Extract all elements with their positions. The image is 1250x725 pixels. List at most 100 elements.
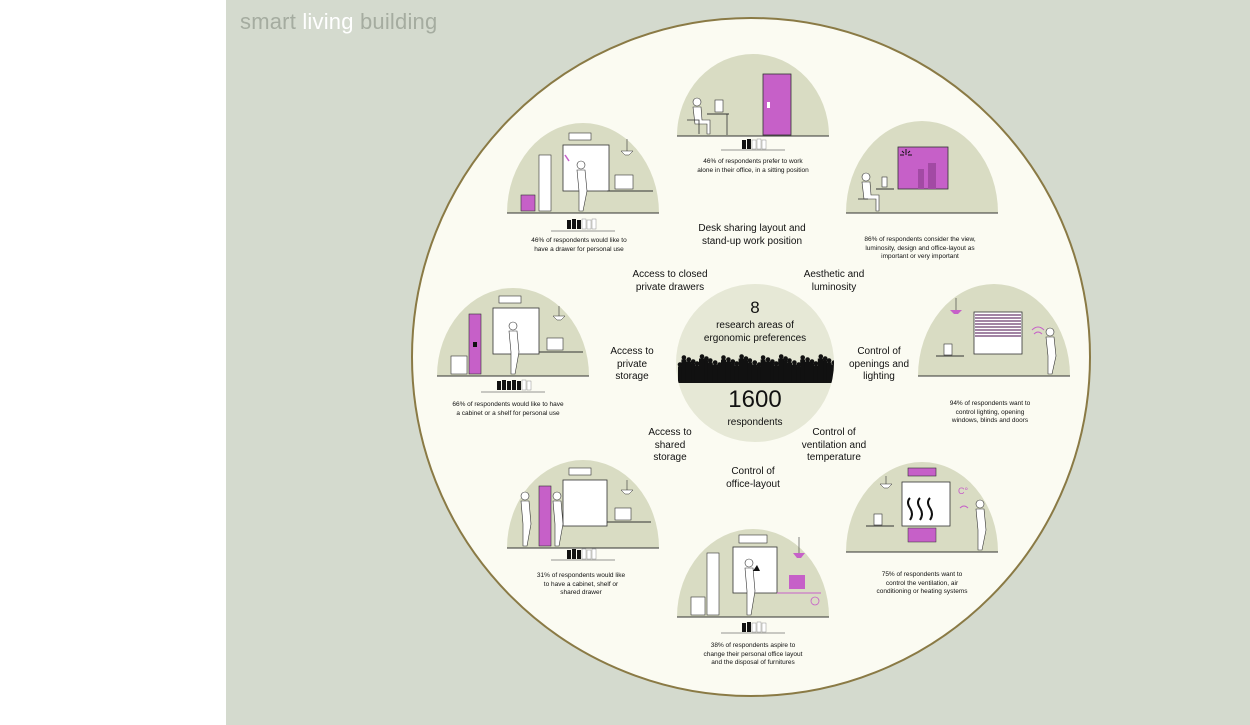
crowd-person xyxy=(804,357,811,382)
finding-line: windows, blinds and doors xyxy=(951,417,1029,424)
crowd-person xyxy=(809,359,815,382)
area-label-desk-sharing: Desk sharing layout and stand-up work po… xyxy=(698,223,805,248)
crowd-person xyxy=(787,358,792,382)
scene-aesthetic xyxy=(846,121,998,221)
scene-openings-lighting-illustration xyxy=(918,284,1070,377)
area-label-line: Access to xyxy=(648,427,692,438)
finding-line: change their personal office layout xyxy=(703,650,803,658)
brand-word-building: building xyxy=(353,9,438,34)
finding-line: a cabinet or a shelf for personal use xyxy=(456,409,560,417)
scene-openings-lighting xyxy=(918,280,1070,380)
crowd-person xyxy=(770,359,775,382)
research-areas-line1: research areas of xyxy=(716,320,794,331)
crowd-person xyxy=(738,354,745,382)
finding-caption-private-drawers: 46% of respondents would like to have a … xyxy=(531,237,626,254)
finding-line: luminosity, design and office-layout as xyxy=(865,244,975,252)
scene-private-storage xyxy=(437,286,589,398)
crowd-person xyxy=(730,359,736,382)
scene-aesthetic-illustration xyxy=(846,121,998,214)
area-label-line: ventilation and xyxy=(801,439,867,451)
area-label-line: openings and xyxy=(848,358,910,370)
crowd-person xyxy=(677,362,683,382)
area-label-line: Access to closed xyxy=(632,269,708,280)
research-areas-line2: ergonomic preferences xyxy=(703,332,807,344)
area-label-private-storage: Access to private storage xyxy=(610,346,653,384)
crowd-person xyxy=(822,356,828,382)
scene-shared-storage-illustration xyxy=(507,460,659,561)
area-label-line: office-layout xyxy=(726,478,780,490)
svg-text:C°: C° xyxy=(958,486,968,496)
area-label-line: Control of xyxy=(731,466,775,477)
crowd-person xyxy=(796,362,802,382)
crowd-person xyxy=(756,362,762,382)
research-areas-count: 8 xyxy=(750,298,760,317)
area-label-shared-storage: Access to shared storage xyxy=(648,427,691,465)
crowd-person xyxy=(778,354,785,382)
finding-line: important or very important xyxy=(881,253,959,260)
finding-line: have a drawer for personal use xyxy=(534,245,624,253)
area-label-line: temperature xyxy=(807,452,861,463)
scene-desk-sharing-illustration xyxy=(677,54,829,151)
crowd-person xyxy=(704,356,709,382)
finding-line: 31% of respondents would like xyxy=(536,572,626,579)
finding-caption-office-layout: 38% of respondents aspire to change thei… xyxy=(704,642,803,668)
area-label-line: stand-up work position xyxy=(701,235,803,247)
crowd-person xyxy=(743,356,749,382)
finding-line: and the disposal of furnitures xyxy=(711,659,795,666)
crowd-person xyxy=(712,360,719,382)
crowd-person xyxy=(751,360,758,382)
area-label-line: Control of xyxy=(857,346,901,357)
crowd-person xyxy=(681,355,687,382)
brand-word-smart: smart xyxy=(240,9,303,34)
area-label-private-drawers: Access to closed private drawers xyxy=(632,269,707,294)
finding-line: alone in their office, in a sitting posi… xyxy=(697,166,809,174)
crowd-person xyxy=(800,355,806,382)
scene-ventilation: C° xyxy=(846,460,998,560)
respondents-label: respondents xyxy=(727,417,783,428)
scene-shared-storage xyxy=(507,460,659,572)
area-label-line: luminosity xyxy=(811,281,857,293)
finding-caption-desk-sharing: 46% of respondents prefer to work alone … xyxy=(697,158,809,175)
finding-line: 46% of respondents would like to xyxy=(531,237,627,244)
crowd-person xyxy=(831,360,834,382)
scene-private-storage-illustration xyxy=(437,288,589,393)
finding-line: 94% of respondents want to xyxy=(949,400,1031,407)
crowd-person xyxy=(734,361,740,382)
finding-line: to have a cabinet, shelf or xyxy=(543,580,619,588)
crowd-person xyxy=(773,361,779,382)
area-label-line: Control of xyxy=(812,427,856,438)
area-label-openings-lighting: Control of openings and lighting xyxy=(849,346,909,384)
brand-word-living: living xyxy=(302,9,354,34)
scene-desk-sharing xyxy=(677,54,829,154)
crowd-person xyxy=(717,362,722,382)
crowd-person xyxy=(747,358,753,382)
area-label-line: storage xyxy=(653,452,687,463)
finding-line: control lighting, opening xyxy=(955,408,1025,416)
area-label-line: Aesthetic and xyxy=(803,269,865,280)
finding-line: 66% of respondents would like to have xyxy=(452,401,564,408)
finding-line: 75% of respondents want to xyxy=(881,571,963,578)
crowd-person xyxy=(765,357,771,382)
crowd-person xyxy=(694,361,700,382)
finding-line: control the ventilation, air xyxy=(885,579,959,587)
finding-caption-ventilation: 75% of respondents want to control the v… xyxy=(876,571,967,597)
area-label-line: private drawers xyxy=(635,281,705,293)
finding-caption-aesthetic: 86% of respondents consider the view, lu… xyxy=(864,236,975,262)
finding-line: 86% of respondents consider the view, xyxy=(864,236,976,243)
crowd-person xyxy=(721,355,726,382)
crowd-person xyxy=(699,354,705,382)
scene-office-layout xyxy=(677,527,829,639)
research-areas-label: research areas of ergonomic preferences xyxy=(676,320,834,345)
area-label-office-layout: Control of office-layout xyxy=(726,466,780,491)
area-label-line: Access to xyxy=(610,346,654,357)
crowd-person xyxy=(783,356,788,382)
area-label-line: storage xyxy=(615,371,649,382)
finding-line: 46% of respondents prefer to work xyxy=(703,158,803,165)
crowd-person xyxy=(826,358,832,382)
blank-margin xyxy=(0,0,226,725)
area-label-line: Desk sharing layout and xyxy=(698,223,806,234)
crowd-person xyxy=(760,355,766,382)
finding-line: shared drawer xyxy=(560,589,602,596)
finding-line: conditioning or heating systems xyxy=(876,588,968,595)
finding-caption-openings-lighting: 94% of respondents want to control light… xyxy=(950,400,1031,426)
